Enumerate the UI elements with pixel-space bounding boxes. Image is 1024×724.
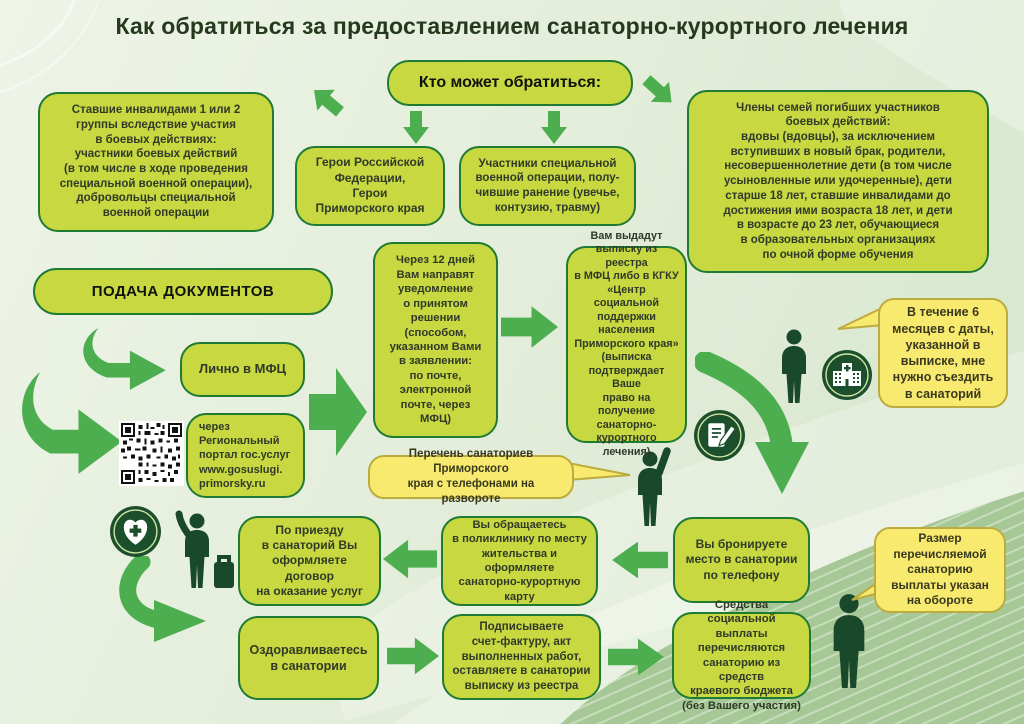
who-heroes-text: Герои Российской Федерации, Герои Примор… (315, 155, 425, 216)
bubble-tail (836, 303, 884, 333)
submission-header-label: ПОДАЧА ДОКУМЕНТОВ (91, 282, 275, 300)
decor-corner-arcs (0, 0, 180, 130)
who-header-label: Кто может обратиться: (418, 73, 602, 91)
person-icon (826, 592, 872, 692)
payment-size-text: Размер перечисляемой санаторию выплаты у… (891, 531, 989, 608)
hospital-building-icon (821, 349, 873, 401)
page-title: Как обратиться за предоставлением санато… (115, 13, 909, 39)
who-invalids-box: Ставшие инвалидами 1 или 2 группы вследс… (38, 92, 274, 232)
curved-arrow-down-icon (695, 352, 825, 502)
arrow-right-icon (608, 634, 664, 680)
who-heroes-box: Герои Российской Федерации, Герои Примор… (295, 146, 445, 226)
who-families-text: Члены семей погибших участников боевых д… (723, 101, 953, 261)
who-svo-text: Участники специальной военной операции, … (475, 157, 620, 214)
sign-text: Подписываете счет-фактуру, акт выполненн… (452, 621, 591, 693)
recover-box: Оздоравливаетесь в санатории (238, 616, 379, 700)
six-months-text: В течение 6 месяцев с даты, указанной в … (892, 305, 994, 401)
six-months-bubble: В течение 6 месяцев с даты, указанной в … (878, 298, 1008, 408)
arrow-right-icon (387, 633, 439, 679)
sanatorium-list-bubble: Перечень санаториев Приморского края с т… (368, 448, 574, 505)
sign-box: Подписываете счет-фактуру, акт выполненн… (442, 614, 601, 700)
mfc-text: Лично в МФЦ (198, 361, 287, 377)
arrival-box: По приезду в санаторий Вы оформляете дог… (238, 516, 381, 606)
arrow-down-icon (403, 111, 429, 144)
arrow-down-icon (541, 111, 567, 144)
bubble-tail (566, 459, 632, 485)
polyclinic-text: Вы обращаетесь в поликлинику по месту жи… (452, 519, 587, 603)
notification-box: Через 12 дней Вам направят уведомление о… (373, 242, 498, 438)
curved-arrow-right-icon (112, 556, 240, 644)
submission-header-box: ПОДАЧА ДОКУМЕНТОВ (33, 268, 333, 315)
arrow-left-icon (383, 535, 437, 583)
funds-box: Средства социальной выплаты перечисляютс… (672, 599, 811, 712)
book-text: Вы бронируете место в санатории по телеф… (685, 536, 798, 582)
notification-text: Через 12 дней Вам направят уведомление о… (389, 254, 482, 426)
who-svo-box: Участники специальной военной операции, … (459, 146, 636, 226)
qr-code (119, 421, 184, 486)
funds-text: Средства социальной выплаты перечисляютс… (682, 598, 801, 712)
curved-arrow-icon (12, 372, 127, 484)
document-pen-icon (693, 409, 746, 462)
sanatorium-list-text: Перечень санаториев Приморского края с т… (407, 448, 535, 505)
curved-arrow-icon (75, 328, 170, 396)
arrow-left-icon (612, 537, 668, 583)
extract-text: Вам выдадут выписку из реестра в МФЦ либ… (574, 229, 679, 458)
extract-box: Вам выдадут выписку из реестра в МФЦ либ… (566, 230, 687, 458)
arrival-text: По приезду в санаторий Вы оформляете дог… (256, 522, 363, 599)
arrow-diagonal-right-icon (635, 67, 683, 115)
traveler-with-suitcase-icon (170, 510, 236, 594)
arrow-right-large-icon (309, 356, 367, 468)
person-icon (776, 329, 812, 405)
book-box: Вы бронируете место в санатории по телеф… (673, 517, 810, 603)
person-waving-icon (626, 446, 676, 532)
heart-cross-icon (109, 505, 162, 558)
arrow-diagonal-left-icon (303, 77, 351, 125)
who-header-box: Кто может обратиться: (387, 60, 633, 106)
payment-size-bubble: Размер перечисляемой санаторию выплаты у… (874, 527, 1006, 613)
polyclinic-box: Вы обращаетесь в поликлинику по месту жи… (441, 516, 598, 606)
recover-text: Оздоравливаетесь в санатории (249, 643, 368, 673)
who-invalids-text: Ставшие инвалидами 1 или 2 группы вследс… (59, 104, 253, 220)
arrow-right-icon (501, 301, 558, 353)
mfc-box: Лично в МФЦ (180, 342, 305, 397)
who-families-box: Члены семей погибших участников боевых д… (687, 90, 989, 273)
